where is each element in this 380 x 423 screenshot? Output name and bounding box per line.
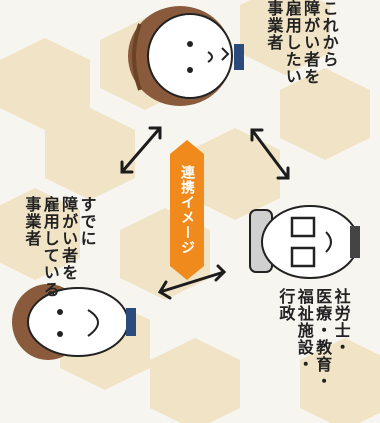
arrow-head	[250, 128, 264, 142]
hex-bg	[0, 188, 80, 280]
label-existing-employer: すでに 障がい者を 雇用している 事業者	[22, 196, 96, 298]
arrow-top-left	[120, 126, 162, 174]
label-line: 事業者	[264, 0, 284, 51]
center-badge	[170, 140, 204, 280]
person-professionals	[249, 205, 360, 279]
label-line: 雇用したい	[282, 0, 302, 85]
label-line: これから	[319, 0, 339, 68]
label-line: 医療・教育・	[313, 288, 333, 390]
arrow-head	[148, 126, 162, 140]
label-line: 福祉施設・	[294, 288, 314, 373]
hex-bg	[150, 338, 240, 423]
arrow-bottom	[158, 270, 226, 294]
label-line: 雇用している	[40, 196, 60, 298]
center-label: 連携イメージ	[179, 165, 195, 255]
arrow-head	[157, 280, 172, 300]
hex-bg	[0, 38, 90, 130]
arrow-head	[214, 264, 227, 282]
label-line: すでに	[77, 196, 97, 247]
hex-bg	[300, 338, 380, 423]
label-line: 社労士・	[331, 288, 351, 356]
person-existing-employer	[12, 284, 136, 360]
hex-bg	[45, 108, 135, 200]
arrow-top-right	[250, 128, 290, 180]
hex-bg	[280, 68, 370, 160]
label-line: 事業者	[22, 196, 42, 247]
person-new-employer	[128, 6, 244, 106]
arrow-head	[120, 160, 134, 174]
hex-bg	[240, 0, 330, 75]
label-line: 障がい者を	[301, 0, 321, 85]
hex-bg	[190, 128, 280, 220]
label-new-employer: これから 障がい者を 雇用したい 事業者	[264, 0, 338, 85]
arrow-head	[276, 166, 290, 180]
label-line: 障がい者を	[59, 196, 79, 281]
label-line: 行政	[276, 288, 296, 322]
label-professionals: 社労士・ 医療・教育・ 福祉施設・ 行政	[276, 288, 350, 390]
